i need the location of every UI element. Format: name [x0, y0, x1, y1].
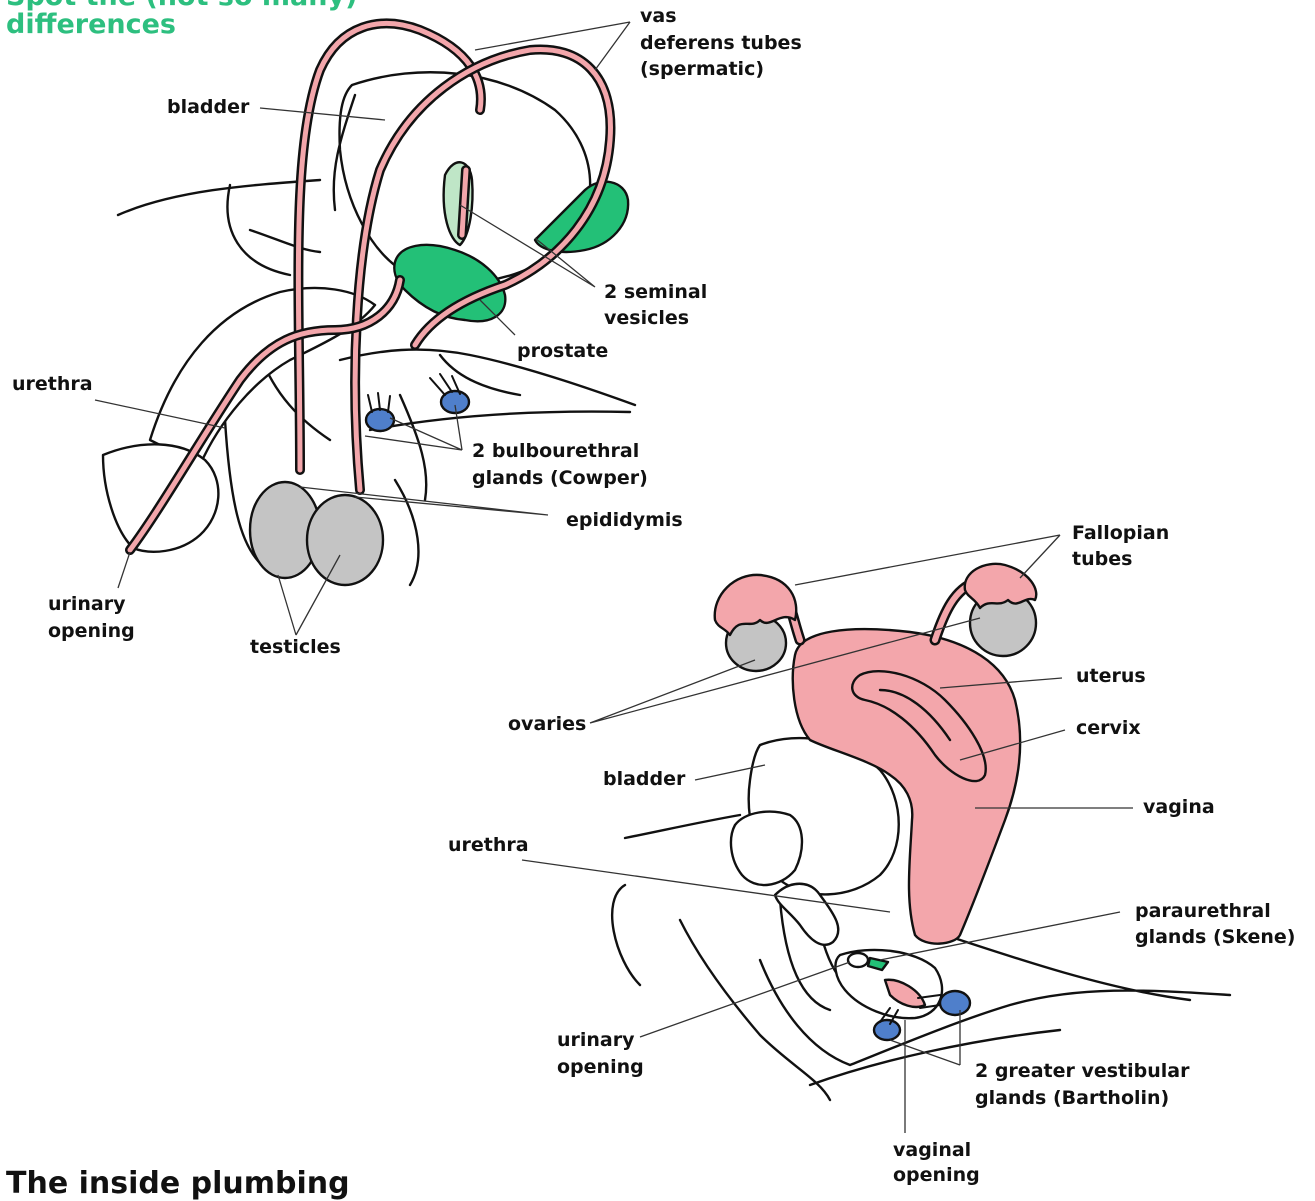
label-bulbo-line-1: 2 bulbourethral	[472, 438, 639, 465]
fimbria-right	[965, 564, 1037, 608]
label-female-bladder: bladder	[603, 766, 685, 793]
label-vas-line-2: deferens tubes	[640, 30, 802, 57]
label-female-urethra: urethra	[448, 832, 529, 859]
female-anatomy	[612, 564, 1230, 1100]
label-vaginal-line-2: opening	[893, 1162, 980, 1189]
label-uterus: uterus	[1076, 663, 1146, 690]
label-female-urinary-line-2: opening	[557, 1054, 644, 1081]
label-female-urinary-line-1: urinary	[557, 1027, 635, 1054]
label-cervix: cervix	[1076, 715, 1141, 742]
label-male-urethra: urethra	[12, 371, 93, 398]
label-seminal-line-2: vesicles	[604, 305, 689, 332]
label-fallopian-line-2: tubes	[1072, 546, 1132, 573]
section-title: The inside plumbing	[6, 1166, 350, 1201]
label-vas-line-1: vas	[640, 3, 677, 30]
label-bulbo-line-2: glands (Cowper)	[472, 465, 648, 492]
label-skene-line-1: paraurethral	[1135, 898, 1271, 925]
label-testicles: testicles	[250, 634, 341, 661]
female-bladder-lower	[731, 812, 802, 885]
label-vagina: vagina	[1143, 794, 1215, 821]
label-epididymis: epididymis	[566, 507, 683, 534]
bulbourethral-gland-left	[366, 409, 394, 431]
testicle-right	[307, 495, 383, 585]
label-male-urinary-line-2: opening	[48, 618, 135, 645]
label-vaginal-line-1: vaginal	[893, 1137, 971, 1164]
penis-shaft	[150, 288, 375, 465]
bartholin-gland-right	[940, 991, 970, 1015]
label-seminal-line-1: 2 seminal	[604, 279, 707, 306]
bartholin-gland-left	[874, 1020, 900, 1040]
label-bartholin-line-2: glands (Bartholin)	[975, 1085, 1169, 1112]
label-prostate: prostate	[517, 338, 608, 365]
label-fallopian-line-1: Fallopian	[1072, 520, 1169, 547]
label-male-bladder: bladder	[167, 94, 249, 121]
label-ovaries: ovaries	[508, 711, 586, 738]
label-male-urinary-line-1: urinary	[48, 591, 126, 618]
male-anatomy	[103, 72, 635, 585]
label-bartholin-line-1: 2 greater vestibular	[975, 1058, 1189, 1085]
label-vas-line-3: (spermatic)	[640, 56, 764, 83]
urinary-opening-female	[848, 953, 868, 967]
label-skene-line-2: glands (Skene)	[1135, 924, 1295, 951]
